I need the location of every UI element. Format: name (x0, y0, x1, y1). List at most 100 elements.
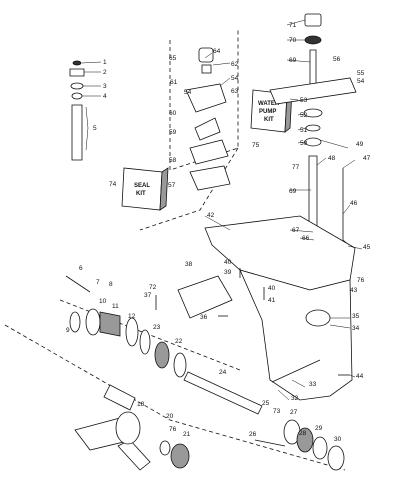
callout-label: 6 (79, 265, 83, 272)
insert-part (201, 64, 212, 74)
callout-label: 77 (292, 164, 300, 171)
water-pump-stack (185, 47, 231, 191)
callout-label: 29 (315, 425, 323, 432)
callout-label: 20 (166, 413, 174, 420)
callout-label: 50 (300, 140, 308, 147)
callout-label: 32 (291, 395, 299, 402)
housing-lower-body (239, 269, 353, 401)
callout-label: 57 (168, 182, 176, 189)
bushing-part (304, 35, 322, 45)
callout-label: 51 (300, 127, 308, 134)
callout-label: 28 (299, 430, 307, 437)
callout-label: 41 (268, 297, 276, 304)
callout-label: 71 (289, 22, 297, 29)
bolt-part (254, 439, 286, 447)
callout-label: 33 (309, 381, 317, 388)
trim-tab-bracket (177, 275, 233, 319)
callout-label: 62 (231, 61, 239, 68)
callout-label: 2 (103, 69, 107, 76)
callout-label: 76 (169, 426, 177, 433)
callout-label: 26 (249, 431, 257, 438)
prop-nut-parts (159, 440, 190, 469)
pump-cap-part (198, 47, 214, 63)
gear-housing (204, 215, 356, 401)
seal-kit-label: KIT (136, 191, 146, 197)
shaft-cap-part (304, 13, 322, 27)
callout-label: 76 (357, 277, 365, 284)
propeller-shaft (183, 371, 263, 415)
impeller-part (194, 117, 221, 141)
callout-label: 40 (268, 285, 276, 292)
callout-label: 72 (149, 284, 157, 291)
callout-label: 66 (302, 235, 310, 242)
propeller-blade (103, 384, 136, 411)
bottom-axis-dash (4, 324, 346, 471)
bearing-part (304, 137, 322, 147)
seal-part (303, 108, 323, 118)
race-part (125, 317, 139, 347)
callout-label: 59 (169, 129, 177, 136)
seal-kit-label: SEAL (134, 183, 150, 189)
front-gear-parts (69, 308, 187, 378)
propeller-blade (117, 439, 151, 471)
water-pump-kit-label: WATER (258, 101, 280, 107)
callout-label: 38 (185, 261, 193, 268)
callout-label: 55 (357, 70, 365, 77)
callout-label: 74 (109, 181, 117, 188)
callout-label: 42 (207, 212, 215, 219)
washer-part (69, 311, 81, 333)
propeller (74, 384, 151, 471)
propeller-hub (115, 411, 141, 445)
seal-kit-box: SEAL KIT (121, 167, 169, 211)
callout-label: 43 (350, 287, 358, 294)
callout-label: 4 (103, 93, 107, 100)
seal-part (71, 92, 83, 100)
callout-label: 49 (356, 141, 364, 148)
washer-part (159, 440, 171, 456)
cap-part (327, 445, 345, 471)
callout-label: 56 (333, 56, 341, 63)
front-axis-dash (59, 299, 241, 371)
nut-part (85, 308, 101, 336)
callout-label: 65 (169, 55, 177, 62)
callout-label: 44 (356, 373, 364, 380)
callout-label: 60 (169, 110, 177, 117)
callout-label: 45 (363, 244, 371, 251)
pump-to-housing-dash (139, 147, 239, 231)
driveshaft-upper-part (309, 49, 317, 85)
water-pump-kit-label: PUMP (259, 109, 276, 115)
gasket-part (189, 165, 231, 191)
water-tube-assembly (69, 60, 89, 161)
leader-line (85, 106, 89, 151)
bolt-part (65, 275, 91, 293)
water-pump-kit-label: KIT (264, 117, 274, 123)
leader-lines (81, 19, 363, 401)
callout-labels: 1 2 3 4 5 6 7 8 9 10 11 12 18 20 21 22 2… (66, 22, 371, 443)
callout-label: 1 (103, 59, 107, 66)
callout-label: 73 (273, 408, 281, 415)
dashed-boundaries (4, 30, 346, 471)
callout-label: 11 (112, 303, 119, 310)
ring-part (139, 329, 151, 355)
callout-label: 10 (99, 298, 107, 305)
callout-label: 36 (200, 314, 208, 321)
rear-gear-parts (283, 419, 345, 471)
callout-label: 35 (352, 313, 360, 320)
callout-label: 39 (224, 269, 232, 276)
callout-label: 37 (144, 292, 152, 299)
callout-label: 48 (328, 155, 336, 162)
face-plate-part (189, 139, 229, 165)
seal-part (305, 124, 321, 132)
callout-label: 61 (170, 79, 178, 86)
callout-label: 30 (334, 436, 342, 443)
screw-part (72, 60, 82, 66)
callout-label: 52 (300, 112, 308, 119)
callout-label: 3 (103, 83, 107, 90)
callout-label: 64 (213, 48, 221, 55)
prop-nut-part (170, 443, 190, 469)
grommet-part (69, 68, 85, 77)
bolt-part (271, 359, 321, 383)
callout-label: 53 (300, 97, 308, 104)
callout-label: 75 (252, 142, 260, 149)
